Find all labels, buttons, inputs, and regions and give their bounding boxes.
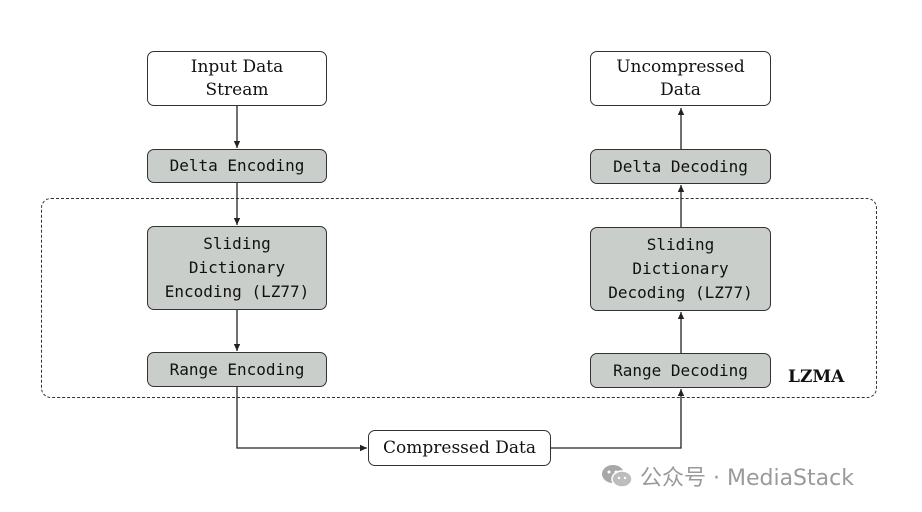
node-sliding-dictionary-decoding: Sliding Dictionary Decoding (LZ77) <box>590 227 771 311</box>
watermark: 公众号 · MediaStack <box>600 460 854 492</box>
node-uncompressed-data: Uncompressed Data <box>590 51 771 106</box>
node-range-encoding: Range Encoding <box>147 352 327 387</box>
edge-range-encoding-to-compressed <box>236 387 367 452</box>
watermark-text: 公众号 · MediaStack <box>640 466 854 491</box>
lzma-region-label: LZMA <box>788 367 845 387</box>
wechat-icon <box>602 465 633 488</box>
edge-compressed-to-range-decoding <box>551 389 685 449</box>
lzma-region <box>41 198 877 398</box>
node-delta-decoding: Delta Decoding <box>590 149 771 184</box>
node-compressed-data: Compressed Data <box>368 430 551 466</box>
node-input-data-stream: Input Data Stream <box>147 51 327 106</box>
node-sliding-dictionary-encoding: Sliding Dictionary Encoding (LZ77) <box>147 226 327 310</box>
node-range-decoding: Range Decoding <box>590 353 771 388</box>
node-delta-encoding: Delta Encoding <box>147 149 327 183</box>
